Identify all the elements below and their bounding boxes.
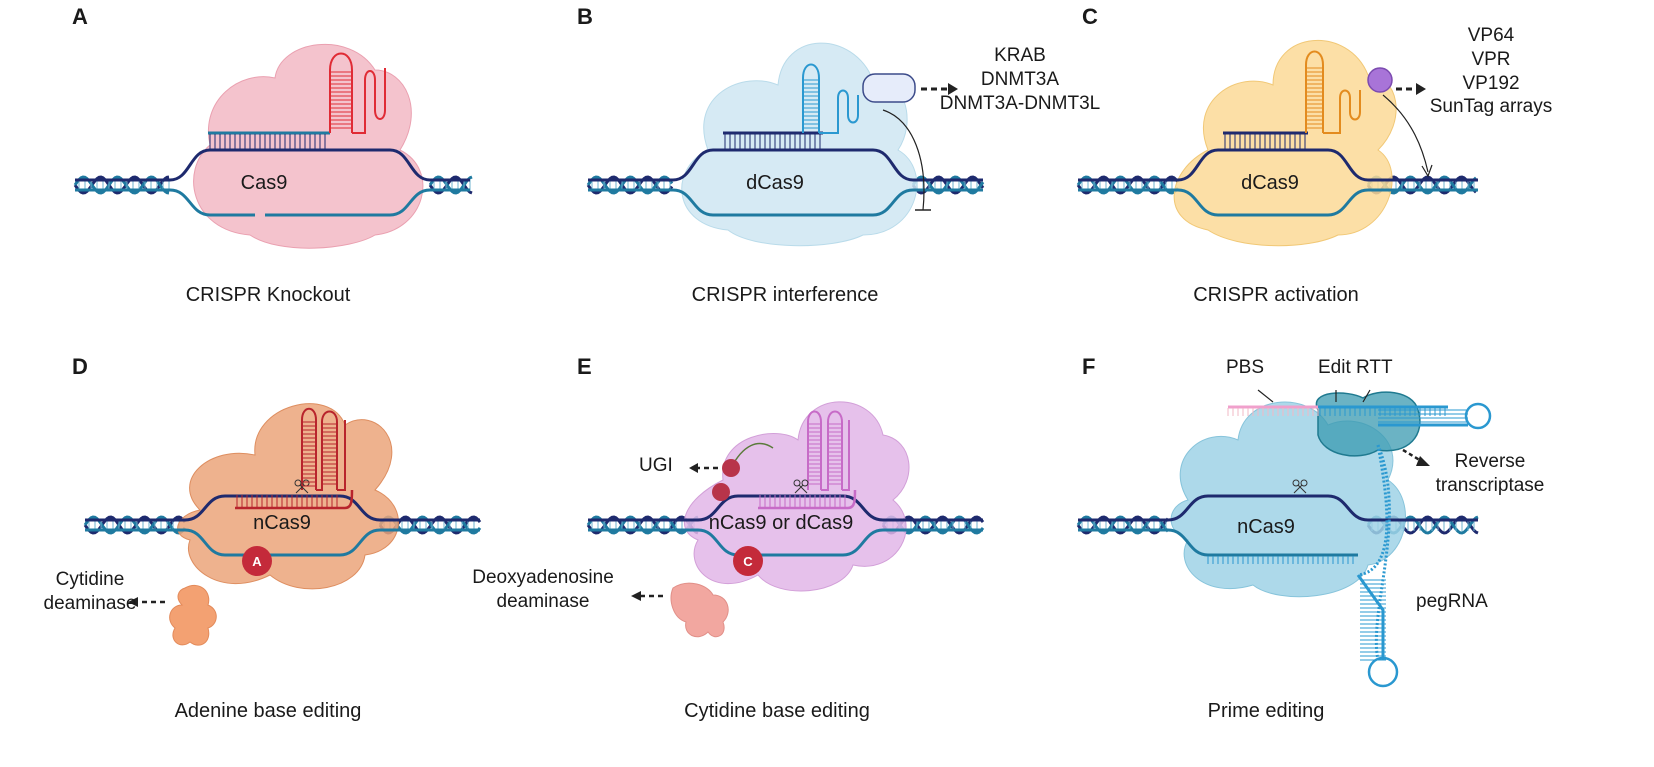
effector-dnmt3a: DNMT3A — [980, 68, 1060, 90]
protein-label: dCas9 — [746, 172, 804, 194]
activator-domain — [1367, 67, 1393, 93]
scissors-icon — [793, 479, 809, 494]
sgrna-hairpin — [802, 63, 859, 134]
dna-base-pair-ticks — [724, 134, 821, 149]
panel-d: D nCas9 A Cytidine deaminase Adenine bas… — [40, 350, 580, 730]
effector-vp64: VP64 — [1467, 25, 1515, 46]
reverse-transcriptase-label: Reverse transcriptase — [1436, 450, 1545, 498]
pegrna-scaffold — [1356, 574, 1385, 660]
effector-krab: KRAB — [994, 45, 1046, 66]
rt-arrow — [1402, 448, 1424, 464]
effector-suntag: SunTag arrays — [1429, 96, 1553, 118]
deaminase-label-line-2: deaminase — [43, 592, 137, 614]
panel-letter: F — [1082, 354, 1096, 379]
deaminase-label-line-1: Cytidine — [55, 569, 125, 590]
panel-c-illustration — [1076, 40, 1478, 247]
pegrna-tail — [1357, 444, 1391, 661]
sgrna-hairpin — [329, 52, 386, 134]
panel-f-illustration — [1076, 389, 1492, 688]
effector-list: KRAB DNMT3A DNMT3A-DNMT3L — [940, 44, 1100, 115]
effector-domain-box — [862, 73, 916, 103]
dna-base-pair-ticks — [1227, 408, 1319, 416]
panel-a-illustration — [73, 43, 473, 249]
dna-helix-strand — [911, 175, 985, 195]
panel-caption: Cytidine base editing — [684, 700, 870, 722]
edit-rtt-label: Edit RTT — [1318, 357, 1393, 378]
protein-label: nCas9 — [253, 512, 311, 534]
panel-c: C dCas9 VP64 VPR VP192 SunTag arrays CRI… — [1076, 0, 1618, 380]
cas9-protein-shape — [193, 43, 424, 249]
panel-letter: C — [1082, 4, 1098, 29]
effector-list: VP64 VPR VP192 SunTag arrays — [1430, 24, 1553, 119]
ugi-label: UGI — [639, 455, 673, 476]
dna-base-pair-ticks — [209, 134, 326, 149]
pbs-pointer — [1257, 389, 1274, 403]
sgrna-hairpin — [807, 410, 850, 491]
panel-letter: E — [577, 354, 592, 379]
ugi-domain-1 — [722, 459, 740, 477]
deaminase-label: Deoxyadenosine deaminase — [472, 566, 614, 614]
panel-caption: CRISPR Knockout — [185, 284, 351, 306]
protein-label: nCas9 or dCas9 — [708, 512, 854, 534]
deaminase-blob — [169, 584, 217, 646]
panel-e: E nCas9 or dCas9 C UGI Deoxyadenosine de… — [472, 350, 1093, 730]
pbs-label: PBS — [1226, 357, 1265, 378]
rt-label-line-2: transcriptase — [1435, 474, 1545, 496]
sgrna-hairpin — [301, 407, 346, 491]
effector-vpr: VPR — [1471, 48, 1511, 70]
deaminase-blob — [670, 582, 729, 638]
panel-letter: A — [72, 4, 88, 29]
panel-b: B dCas9 KRAB DNMT3A DNMT3A-DNMT3L CRISPR… — [553, 0, 1100, 380]
pegrna-loop-top — [1464, 402, 1492, 430]
panel-caption: Adenine base editing — [174, 700, 362, 722]
protein-label: nCas9 — [1237, 516, 1295, 538]
dna-base-pair-ticks — [1207, 556, 1354, 564]
cytidine-badge: C — [733, 546, 763, 576]
protein-label: Cas9 — [240, 172, 288, 194]
panel-letter: B — [577, 4, 593, 29]
rt-label-line-1: Reverse — [1454, 451, 1526, 472]
repression-arc — [882, 109, 925, 211]
sgrna-hairpin — [1305, 50, 1361, 134]
deaminase-label-line-1: Deoxyadenosine — [472, 567, 614, 588]
dna-helix-strand — [83, 515, 187, 535]
activation-arc — [1382, 94, 1429, 173]
panel-a: A Cas9 CRISPR Knockout — [40, 0, 580, 380]
panel-caption: Prime editing — [1207, 700, 1325, 722]
dna-base-pair-ticks — [236, 495, 338, 509]
panel-caption: CRISPR activation — [1193, 284, 1359, 306]
dna-base-pair-ticks — [759, 495, 846, 509]
dna-helix-strand — [1076, 515, 1170, 535]
panel-caption: CRISPR interference — [691, 284, 879, 306]
deaminase-label-line-2: deaminase — [496, 590, 590, 612]
effector-vp192: VP192 — [1462, 72, 1520, 94]
panel-e-illustration — [586, 401, 985, 638]
effector-dnmt3a-dnmt3l: DNMT3A-DNMT3L — [939, 92, 1101, 114]
dna-helix-strand — [1076, 515, 1170, 535]
panel-letter: D — [72, 354, 88, 379]
dna-base-pair-ticks — [1319, 408, 1446, 416]
deaminase-label: Cytidine deaminase — [44, 568, 137, 616]
dna-helix-strand — [911, 175, 985, 195]
dna-base-pair-ticks — [1224, 134, 1306, 149]
rtt-pointer — [1362, 389, 1371, 403]
panel-d-illustration — [83, 403, 482, 646]
panel-f: F nCas9 PBS Edit RTT Reverse transcripta… — [1076, 350, 1618, 730]
scissors-icon — [1292, 479, 1308, 494]
dcas9-protein-shape — [681, 42, 918, 247]
dna-helix-strand — [1076, 175, 1180, 195]
ugi-domain-2 — [712, 483, 730, 501]
protein-label: dCas9 — [1241, 172, 1299, 194]
pegrna-label: pegRNA — [1416, 591, 1488, 612]
adenine-badge: A — [242, 546, 272, 576]
pegrna-loop-bottom — [1367, 656, 1399, 688]
panel-b-illustration — [586, 42, 985, 247]
